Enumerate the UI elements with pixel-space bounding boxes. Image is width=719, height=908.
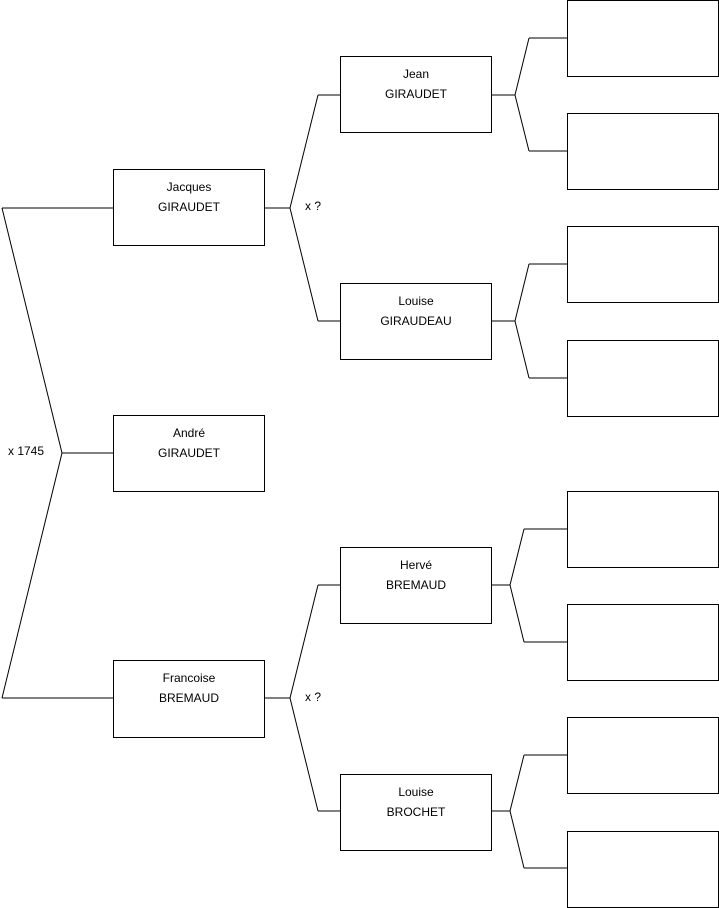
person-box-paternal-grandmother: Louise GIRAUDEAU	[340, 283, 492, 360]
first-name: André	[172, 426, 206, 440]
connector-root	[1, 207, 113, 699]
first-name: Jean	[402, 67, 430, 81]
last-name: BREMAUD	[385, 578, 446, 592]
last-name: GIRAUDEAU	[380, 314, 452, 328]
person-box-great-grandparent	[567, 491, 719, 568]
connector-jean	[492, 37, 567, 152]
person-box-root: André GIRAUDET	[113, 415, 265, 492]
person-box-great-grandparent	[567, 0, 719, 77]
last-name: GIRAUDET	[157, 200, 220, 214]
last-name: GIRAUDET	[157, 446, 220, 460]
connector-mother	[265, 584, 340, 812]
person-box-great-grandparent	[567, 340, 719, 417]
person-box-father: Jacques GIRAUDET	[113, 169, 265, 246]
person-box-great-grandparent	[567, 831, 719, 908]
first-name: Louise	[398, 785, 434, 799]
marriage-label-paternal-grandparents: x ?	[305, 199, 322, 213]
person-box-great-grandparent	[567, 113, 719, 190]
person-box-great-grandparent	[567, 226, 719, 303]
last-name: GIRAUDET	[384, 87, 447, 101]
connector-father	[265, 94, 340, 322]
marriage-label-maternal-grandparents: x ?	[305, 690, 322, 704]
first-name: Louise	[398, 294, 434, 308]
person-box-great-grandparent	[567, 717, 719, 794]
connector-herve	[492, 528, 567, 643]
last-name: BREMAUD	[158, 691, 219, 705]
first-name: Francoise	[162, 671, 216, 685]
person-box-great-grandparent	[567, 604, 719, 681]
connector-louise-giraudeau	[492, 263, 567, 379]
first-name: Jacques	[166, 180, 212, 194]
first-name: Hervé	[399, 558, 432, 572]
person-box-mother: Francoise BREMAUD	[113, 660, 265, 738]
person-box-paternal-grandfather: Jean GIRAUDET	[340, 56, 492, 133]
connector-louise-brochet	[492, 754, 567, 869]
person-box-maternal-grandfather: Hervé BREMAUD	[340, 547, 492, 624]
marriage-label-parents: x 1745	[8, 444, 45, 458]
person-box-maternal-grandmother: Louise BROCHET	[340, 774, 492, 851]
last-name: BROCHET	[386, 805, 446, 819]
